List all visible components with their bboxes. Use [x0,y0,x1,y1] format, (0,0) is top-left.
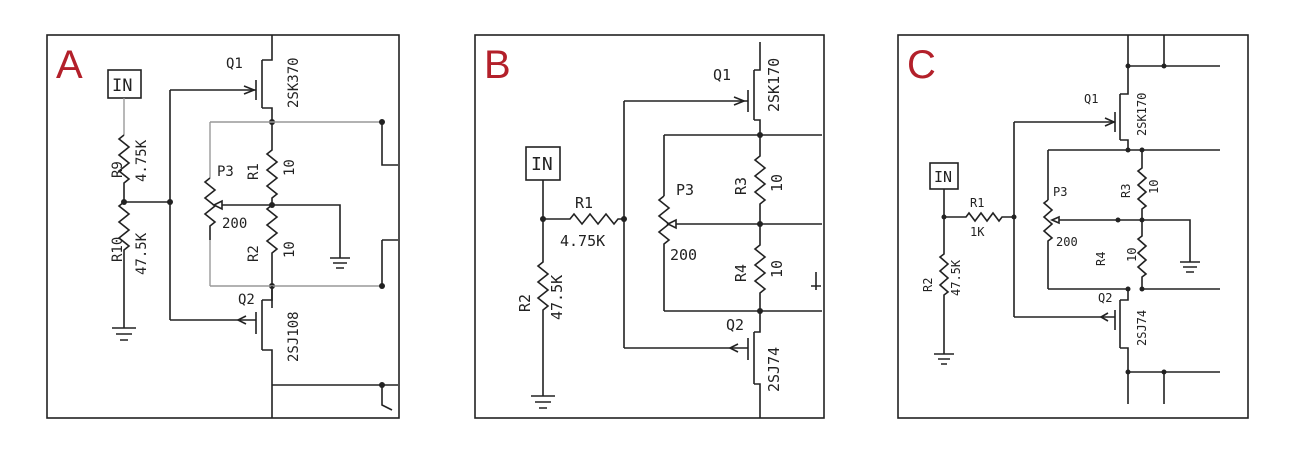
panel-c-r3-value: 10 [1147,180,1161,194]
panel-a-p3-ref: P3 [217,164,234,180]
panel-b-q2-part: 2SJ74 [765,347,783,392]
panel-c-q2-gate-arrow [1099,312,1109,322]
panel-a-r10 [117,201,131,328]
panel-c-letter: C [907,43,936,87]
panel-b-p3-value: 200 [670,246,697,264]
panel-b-q1 [747,42,761,135]
panel-c: C IN R1 1K R2 47.5K Q1 2SK170 P3 200 R3 … [860,0,1289,465]
panel-c-q1 [1114,35,1129,150]
panel-c-ground-right [1180,261,1200,273]
panel-c-p3-ref: P3 [1053,185,1067,199]
panel-c-r2 [938,217,950,354]
schematic-a: A IN R9 4.75K R10 47.5K Q1 2SK370 R1 10 … [46,34,400,419]
panel-a-r2-value: 10 [282,241,298,258]
panel-c-r1 [944,211,1014,223]
panel-b-r3-ref: R3 [732,177,750,195]
panel-c-r3-ref: R3 [1119,184,1133,198]
panel-b-ground [531,395,555,409]
panel-a-q2-ref: Q2 [238,292,255,308]
panel-b-p3 [657,195,671,260]
schematic-b: B IN R1 4.75K R2 47.5K Q1 2SK170 P3 200 … [474,34,825,419]
panel-a-r10-value: 47.5K [134,232,150,275]
panel-a-ground-right [330,257,350,269]
panel-c-q2-part: 2SJ74 [1135,310,1149,346]
panel-b-frame [474,34,825,419]
panel-a-p3-wiper [212,199,341,258]
schematic-c: C IN R1 1K R2 47.5K Q1 2SK170 P3 200 R3 … [897,34,1249,419]
panel-b-q1-part: 2SK170 [765,58,783,112]
panel-a-q1-gate-arrow [243,85,257,95]
panel-c-input-label: IN [934,168,952,186]
panel-a: A IN R9 4.75K R10 47.5K Q1 2SK370 R1 10 … [0,0,420,465]
panel-c-r1-value: 1K [970,225,985,239]
panel-a-r1-r2 [265,122,279,308]
panel-c-r1-ref: R1 [970,196,984,210]
panel-a-r9-value: 4.75K [134,139,150,182]
panel-b-input-box [525,146,561,181]
panel-a-q2-part: 2SJ108 [286,311,302,362]
panel-a-q1 [255,35,273,122]
panel-a-q1-part: 2SK370 [286,57,302,108]
panel-a-r1-ref: R1 [246,163,262,180]
panel-a-r1-value: 10 [282,159,298,176]
panel-b-r2-ref: R2 [516,294,534,312]
panel-c-input-box [929,162,959,190]
panel-b-r2 [536,219,550,396]
panel-b-r1-ref: R1 [575,194,593,212]
panel-b-r3-value: 10 [768,174,786,192]
panel-c-r4-value: 10 [1125,248,1139,262]
panel-b-r4-value: 10 [768,260,786,278]
panel-b-q2 [747,311,761,418]
panel-b-letter: B [484,43,511,87]
panel-c-p3-wiper [1049,215,1191,262]
panel-b: B IN R1 4.75K R2 47.5K Q1 2SK170 P3 200 … [430,0,850,465]
panel-a-r10-ref: R10 [110,237,126,262]
panel-b-q2-gate-arrow [728,343,739,353]
panel-b-r4-ref: R4 [732,264,750,282]
panel-c-p3 [1042,199,1054,246]
panel-b-input-label: IN [531,154,553,175]
panel-b-p3-wiper [666,218,822,230]
panel-c-q1-gate-arrow [1104,117,1116,127]
panel-c-q2-ref: Q2 [1098,291,1112,305]
panel-c-frame [897,34,1249,419]
panel-c-r2-ref: R2 [921,278,935,292]
panel-b-r1 [543,212,624,226]
panel-b-q1-gate-arrow [733,96,747,106]
panel-c-q2 [1114,289,1129,404]
panel-a-q2 [255,286,273,418]
panel-a-p3-value: 200 [222,216,247,232]
panel-b-q2-ref: Q2 [726,316,744,334]
panel-a-q1-ref: Q1 [226,56,243,72]
panel-c-q1-part: 2SK170 [1135,93,1149,136]
panel-a-r9-ref: R9 [110,161,126,178]
panel-a-frame [46,34,400,419]
panel-a-ground-left [112,327,136,341]
panel-c-r2-value: 47.5K [949,259,963,296]
panel-c-ground-left [934,353,954,365]
panel-c-p3-value: 200 [1056,235,1078,249]
panel-a-p3 [203,177,217,240]
panel-b-q1-ref: Q1 [713,66,731,84]
panel-c-r4-ref: R4 [1094,252,1108,266]
panel-b-r2-value: 47.5K [548,275,566,320]
panel-a-q2-gate-arrow [236,315,247,325]
panel-b-p3-ref: P3 [676,181,694,199]
panel-a-r9 [117,134,131,202]
panel-c-q1-ref: Q1 [1084,92,1098,106]
panel-a-input-label: IN [112,76,132,96]
panel-a-r2-ref: R2 [246,245,262,262]
panel-a-letter: A [56,43,83,87]
panel-b-r1-value: 4.75K [560,232,605,250]
